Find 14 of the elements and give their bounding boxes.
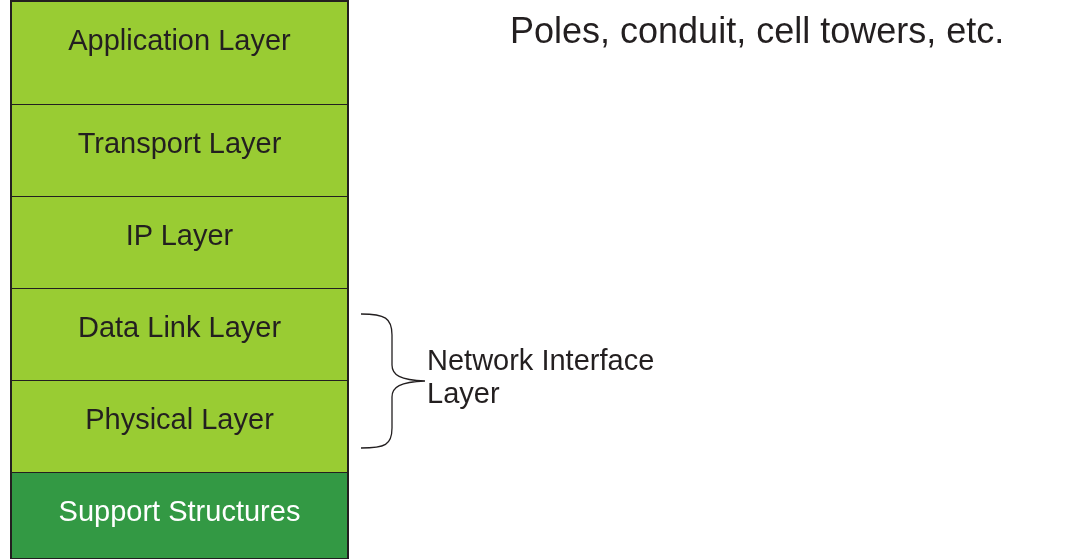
layer-box	[10, 197, 349, 289]
layer-box	[10, 381, 349, 473]
note-text: Poles, conduit, cell towers, etc.	[510, 10, 1006, 52]
layer-name: Physical Layer	[85, 403, 274, 436]
layer-name: Transport Layer	[77, 127, 282, 160]
layer-box	[10, 289, 349, 381]
layer-box	[10, 105, 349, 197]
bracket-label: Network Interface Layer	[427, 344, 656, 410]
layer-box	[10, 473, 349, 559]
layer-name: Support Structures	[58, 495, 301, 528]
layer-name: IP Layer	[125, 219, 234, 252]
layer-name: Application Layer	[68, 24, 291, 57]
layer-name: Data Link Layer	[77, 311, 282, 344]
layer-box	[10, 0, 349, 105]
